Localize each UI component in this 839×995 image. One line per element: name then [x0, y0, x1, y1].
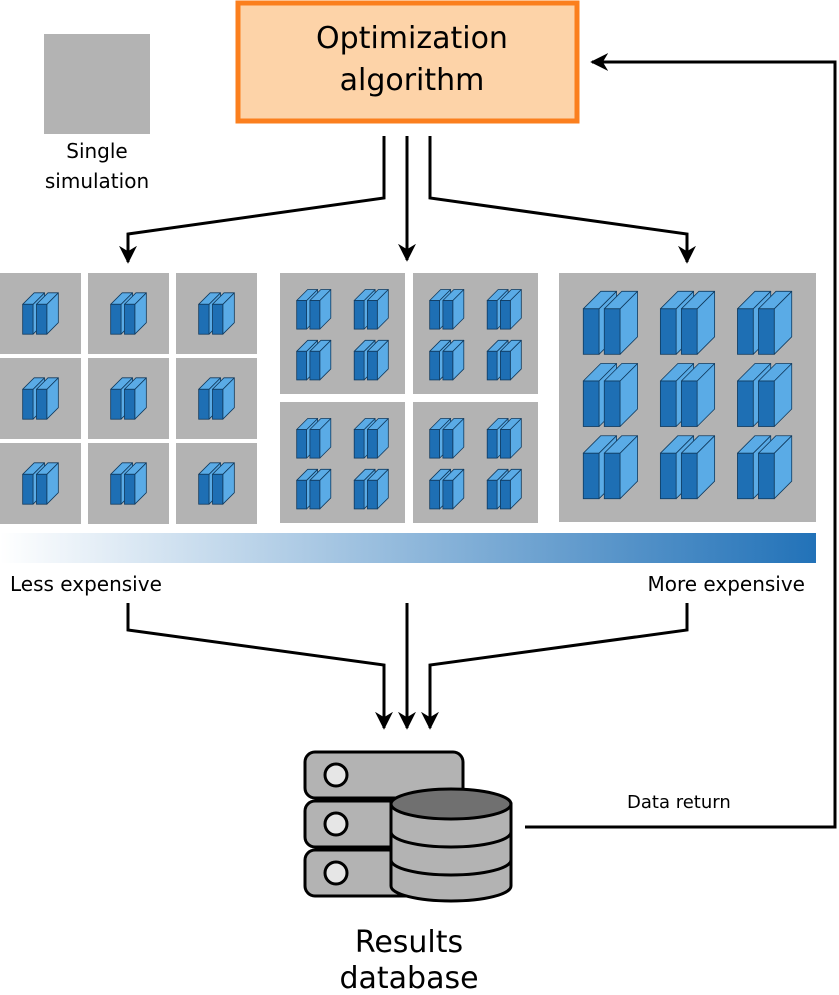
compute-block-pair [296, 289, 332, 330]
optimizer-label-line2: algorithm [340, 63, 485, 98]
compute-block-pair [737, 435, 793, 500]
legend-swatch [44, 34, 150, 134]
data-return-label: Data return [627, 792, 731, 813]
server-led-2 [323, 811, 349, 837]
compute-block-pair [737, 363, 793, 427]
arrow-from-large-group [421, 603, 689, 730]
compute-block-pair [198, 377, 235, 420]
server-led-1 [323, 762, 349, 788]
arrow-to-small-group [119, 136, 386, 264]
compute-block-pair [110, 377, 147, 420]
compute-block-pair [22, 377, 59, 420]
compute-block-pair [429, 289, 465, 330]
compute-block-pair [110, 462, 147, 505]
compute-block-pair [198, 292, 235, 335]
compute-block-pair [22, 292, 59, 335]
collect-arrows [126, 603, 689, 730]
database-label-line1: Results [355, 925, 463, 960]
more-expensive-label: More expensive [647, 572, 805, 596]
compute-block-pair [486, 418, 522, 459]
database-icon [303, 750, 513, 903]
cylinder-band-1 [389, 831, 513, 849]
compute-block-pair [22, 462, 59, 505]
compute-block-pair [659, 290, 716, 355]
compute-block-pair [486, 468, 522, 510]
compute-block-pair [353, 289, 389, 330]
compute-block-pair [353, 339, 389, 381]
arrow-from-small-group [126, 603, 393, 730]
compute-block-pair [582, 363, 638, 427]
legend-label-line2: simulation [45, 169, 149, 193]
optimizer-label-line1: Optimization [316, 21, 508, 56]
compute-block-pair [296, 339, 332, 381]
compute-block-pair [429, 468, 465, 510]
compute-block-pair [486, 289, 522, 330]
compute-block-pair [582, 290, 638, 355]
server-led-3 [323, 860, 349, 886]
compute-block-pair [296, 468, 332, 510]
compute-block-pair [582, 435, 638, 500]
compute-block-pair [353, 468, 389, 510]
legend-label-line1: Single [66, 139, 127, 163]
cylinder-top [389, 787, 513, 821]
arrow-to-large-group [428, 136, 696, 264]
compute-block-pair [486, 339, 522, 381]
legend-single-simulation: Single simulation [44, 34, 150, 193]
compute-blocks [22, 289, 793, 510]
compute-block-pair [659, 435, 716, 500]
compute-block-pair [198, 462, 235, 505]
cylinder-body [389, 802, 513, 903]
compute-block-pair [737, 290, 793, 355]
compute-block-pair [296, 418, 332, 459]
database-label-line2: database [339, 961, 478, 995]
server-unit-1 [303, 750, 465, 800]
compute-block-pair [659, 363, 716, 427]
optimization-algorithm-box: Optimization algorithm [235, 0, 580, 124]
data-return-arrow [525, 53, 837, 829]
dispatch-arrows [119, 136, 696, 264]
compute-block-pair [110, 292, 147, 335]
less-expensive-label: Less expensive [10, 572, 162, 596]
compute-block-pair [429, 339, 465, 381]
compute-block-pair [353, 418, 389, 459]
cost-gradient-bar [0, 533, 816, 563]
compute-block-pair [429, 418, 465, 459]
cylinder-band-2 [389, 859, 513, 877]
